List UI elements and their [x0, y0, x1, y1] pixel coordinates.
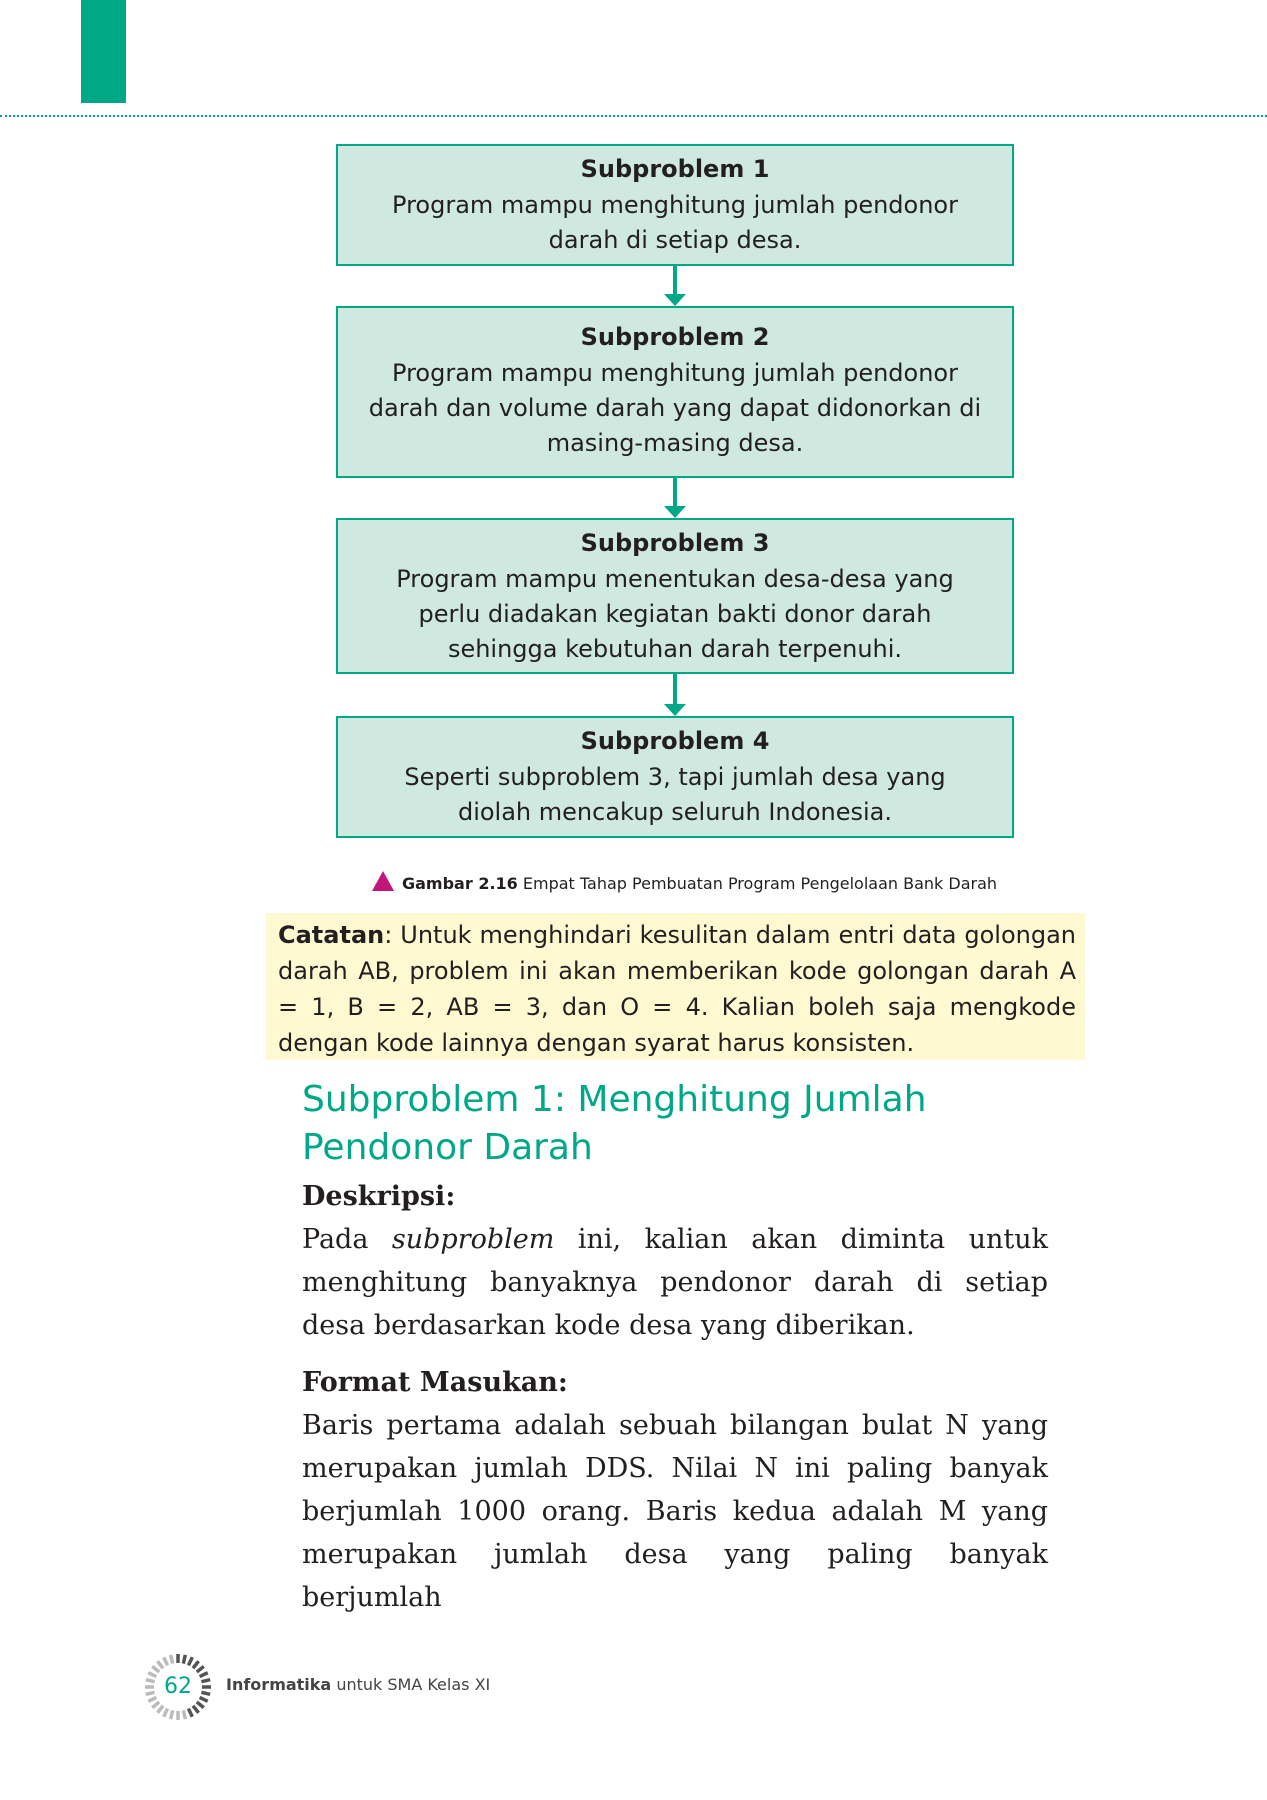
ring-tick	[156, 1660, 165, 1670]
note-label: Catatan	[278, 921, 385, 949]
ring-tick	[195, 1665, 205, 1674]
input-format-heading: Format Masukan:	[302, 1367, 568, 1398]
description-italic-term: subproblem	[391, 1224, 555, 1255]
description-text: Pada subproblem ini, kalian akan diminta…	[302, 1218, 1048, 1347]
figure-caption-text: Empat Tahap Pembuatan Program Pengelolaa…	[522, 874, 998, 893]
ring-tick	[168, 1710, 175, 1720]
input-format-text: Baris pertama adalah sebuah bilangan bul…	[302, 1410, 1048, 1613]
note-text: : Untuk menghindari kesulitan dalam entr…	[278, 921, 1076, 1057]
ring-tick	[151, 1700, 161, 1709]
subproblem-text: Program mampu menghitung jumlah pendonor…	[392, 191, 958, 254]
flow-arrow	[664, 478, 686, 518]
subproblem-title: Subproblem 3	[580, 529, 770, 557]
description-text-start: Pada	[302, 1224, 392, 1255]
subproblem-title: Subproblem 1	[580, 155, 770, 183]
subproblem-box-4: Subproblem 4 Seperti subproblem 3, tapi …	[336, 716, 1014, 838]
description-text-rest: ini, kalian akan diminta untuk menghitun…	[302, 1224, 1049, 1341]
ring-tick	[195, 1700, 205, 1709]
ring-tick	[145, 1690, 155, 1697]
ring-tick	[186, 1707, 194, 1718]
ring-tick	[162, 1656, 170, 1667]
ring-tick	[181, 1710, 188, 1720]
ring-tick	[156, 1704, 165, 1714]
ring-tick	[198, 1695, 209, 1703]
ring-tick	[191, 1660, 200, 1670]
ring-tick	[147, 1671, 158, 1679]
subproblem-text: Program mampu menghitung jumlah pendonor…	[368, 359, 982, 457]
ring-tick	[147, 1695, 158, 1703]
ring-tick	[168, 1654, 175, 1664]
subproblem-title: Subproblem 2	[580, 323, 770, 351]
section-title: Subproblem 1: Menghitung Jumlah Pendonor…	[302, 1079, 927, 1168]
header-divider	[0, 115, 1267, 117]
ring-tick	[191, 1704, 200, 1714]
ring-tick	[201, 1690, 211, 1697]
subproblem-title: Subproblem 4	[580, 727, 770, 755]
book-title-rest: untuk SMA Kelas XI	[331, 1675, 491, 1694]
note-box: Catatan: Untuk menghindari kesulitan dal…	[266, 913, 1085, 1060]
description-heading: Deskripsi:	[302, 1181, 456, 1212]
book-title-bold: Informatika	[226, 1675, 332, 1694]
ring-tick	[186, 1656, 194, 1667]
flow-arrow	[664, 674, 686, 716]
caption-triangle-icon	[372, 871, 394, 891]
page-number: 62	[164, 1674, 192, 1699]
subproblem-box-2: Subproblem 2 Program mampu menghitung ju…	[336, 306, 1014, 478]
book-title: Informatika untuk SMA Kelas XI	[226, 1675, 490, 1694]
ring-tick	[181, 1654, 188, 1664]
chapter-tab	[81, 0, 126, 103]
ring-tick	[145, 1677, 155, 1684]
ring-tick	[201, 1677, 211, 1684]
subproblem-box-3: Subproblem 3 Program mampu menentukan de…	[336, 518, 1014, 674]
page-number-ring-icon	[145, 1654, 211, 1720]
subproblem-text: Seperti subproblem 3, tapi jumlah desa y…	[404, 763, 946, 826]
flow-arrow	[664, 266, 686, 306]
figure-label: Gambar 2.16	[402, 874, 518, 893]
page-footer: 62 Informatika untuk SMA Kelas XI	[143, 1652, 643, 1722]
subproblem-box-1: Subproblem 1 Program mampu menghitung ju…	[336, 144, 1014, 266]
ring-tick	[198, 1671, 209, 1679]
subproblem-text: Program mampu menentukan desa-desa yang …	[396, 565, 954, 663]
ring-tick	[151, 1665, 161, 1674]
ring-tick	[162, 1707, 170, 1718]
figure-caption: Gambar 2.16 Empat Tahap Pembuatan Progra…	[372, 871, 997, 895]
